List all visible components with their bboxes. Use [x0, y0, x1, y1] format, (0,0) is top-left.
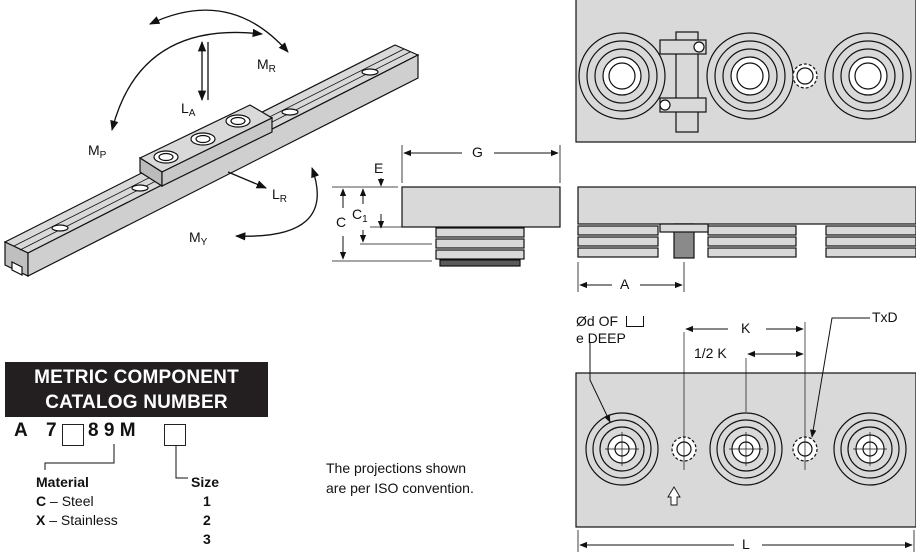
label-lr: LR	[272, 186, 288, 205]
catalog-digit: 7	[46, 420, 57, 441]
catalog-title-line1: METRIC COMPONENT	[34, 367, 239, 388]
material-header: Material	[36, 474, 89, 490]
catalog-prefix: A	[14, 420, 28, 441]
label-k: K	[741, 320, 751, 336]
label-l: L	[742, 536, 750, 552]
label-bore-line1: Ød OF	[576, 313, 644, 329]
load-arrows	[110, 9, 320, 241]
catalog-middle: 8 9 M	[88, 420, 136, 441]
size-option-3: 3	[203, 531, 211, 547]
size-option-1: 1	[203, 493, 211, 509]
catalog-title-line2: CATALOG NUMBER	[45, 392, 228, 413]
front-view	[577, 186, 916, 292]
projection-note: The projections shown are per ISO conven…	[326, 458, 526, 498]
size-option-2: 2	[203, 512, 211, 528]
top-view	[575, 0, 916, 143]
projection-note-line2: are per ISO convention.	[326, 480, 474, 496]
label-half-k: 1/2 K	[694, 345, 727, 361]
label-a: A	[620, 276, 630, 292]
label-c1: C1	[352, 206, 368, 225]
label-mr: MR	[257, 56, 276, 75]
material-code-box[interactable]	[62, 424, 84, 446]
label-txd: TxD	[872, 309, 898, 325]
projection-note-line1: The projections shown	[326, 460, 467, 476]
label-bore-line2: e DEEP	[576, 330, 626, 346]
counterbore-icon	[625, 316, 644, 327]
label-my: MY	[189, 229, 208, 248]
catalog-bracket-lines	[44, 444, 188, 479]
label-mp: MP	[88, 142, 107, 161]
size-code-box[interactable]	[164, 424, 186, 446]
isometric-rail-assembly	[3, 44, 420, 277]
label-e: E	[374, 160, 384, 176]
side-view	[332, 145, 561, 267]
label-c: C	[336, 214, 347, 230]
label-g: G	[472, 144, 483, 160]
bottom-view	[575, 317, 916, 552]
material-option-x: X – Stainless	[36, 512, 118, 528]
catalog-title-badge: METRIC COMPONENT CATALOG NUMBER	[5, 362, 268, 417]
label-la: LA	[181, 100, 196, 119]
material-option-c: C – Steel	[36, 493, 94, 509]
size-header: Size	[191, 474, 220, 490]
